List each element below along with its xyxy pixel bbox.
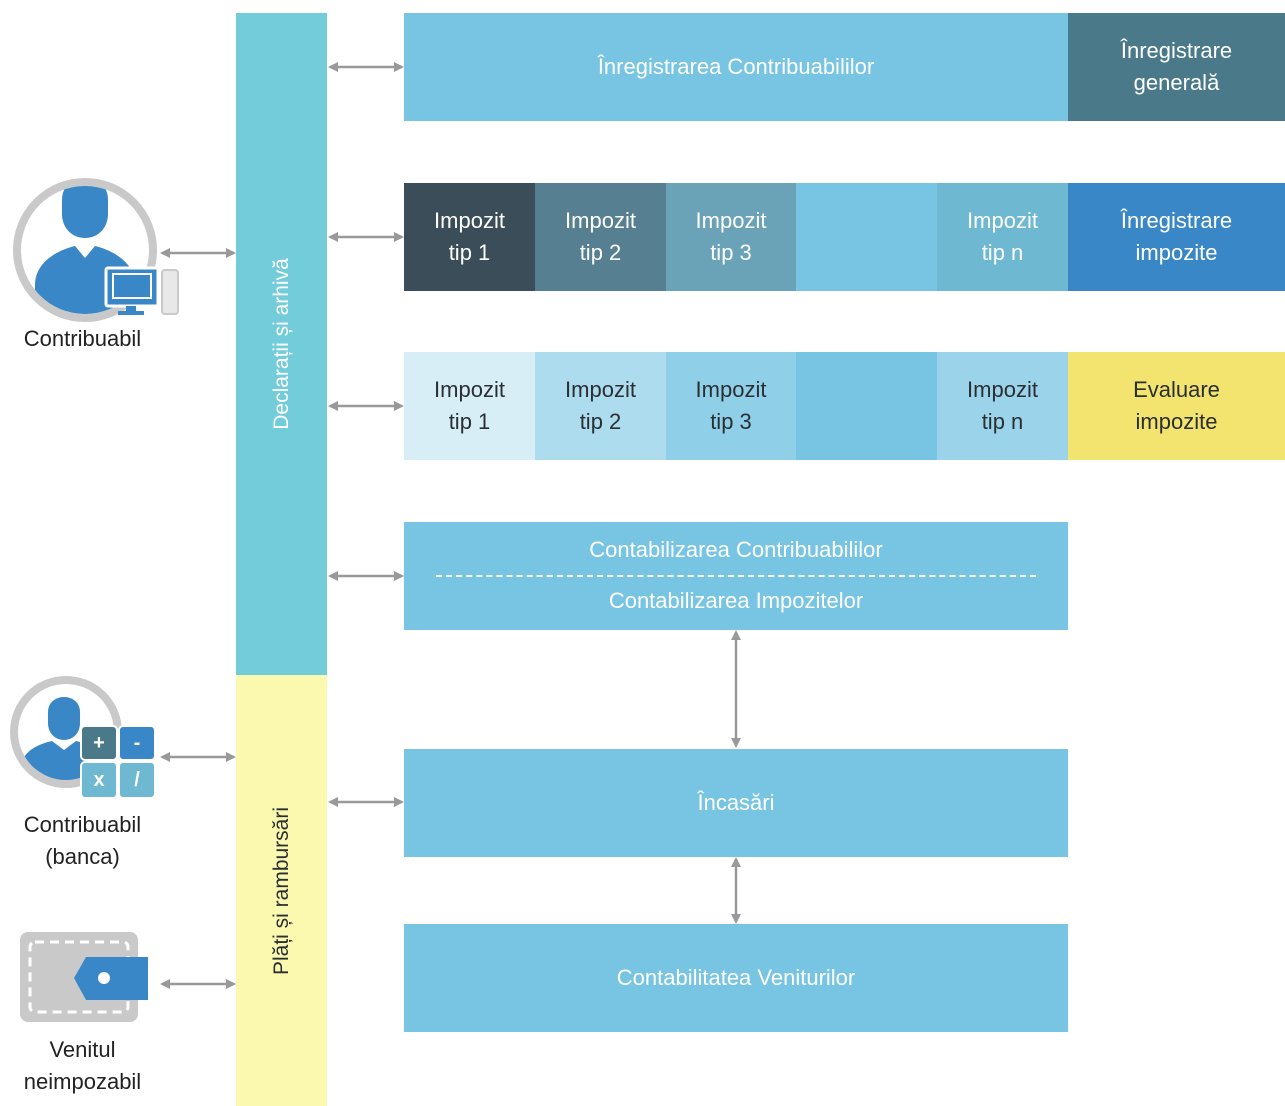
revenue-accounting-box: Contabilitatea Veniturilor: [404, 924, 1068, 1032]
taxpayer-registration-box: Înregistrarea Contribuabililor: [404, 13, 1068, 121]
tax-assessment-cell-1: Impozit tip 1: [404, 352, 535, 460]
tax-assessment-cell-empty: [796, 352, 937, 460]
tax-type-label: Impozit tip 1: [434, 208, 505, 265]
collections-label: Încasări: [697, 790, 775, 816]
taxpayer-label: Contribuabil: [23, 326, 142, 351]
tax-registration-box: Înregistrare impozite: [1068, 183, 1285, 291]
tax-type-label: Impozit tip 2: [565, 208, 636, 265]
tax-assessment-cell-n: Impozit tip n: [937, 352, 1068, 460]
tax-assessment-cell-3: Impozit tip 3: [666, 352, 796, 460]
tax-type-label: Impozit tip n: [967, 377, 1038, 434]
tax-assessment-label: Evaluare impozite: [1133, 377, 1220, 434]
dashed-divider: [436, 575, 1036, 577]
declarations-archive-bar: Declarații și arhivă: [236, 13, 327, 675]
bank-taxpayer-label: Contribuabil (banca): [23, 812, 142, 869]
tax-type-label: Impozit tip n: [967, 208, 1038, 265]
calculator-minus-key: -: [133, 731, 141, 754]
tax-registration-cell-3: Impozit tip 3: [666, 183, 796, 291]
tax-registration-cell-2: Impozit tip 2: [535, 183, 666, 291]
calculator-multiply-key: x: [93, 768, 105, 791]
calculator-divide-key: /: [134, 768, 140, 791]
calculator-plus-key: +: [93, 731, 105, 754]
collections-box: Încasări: [404, 749, 1068, 857]
tax-assessment-box: Evaluare impozite: [1068, 352, 1285, 460]
nontaxable-income-label: Venitul neimpozabil: [23, 1037, 142, 1094]
taxpayer-accounting-label: Contabilizarea Contribuabililor: [589, 537, 883, 563]
tax-type-label: Impozit tip 3: [695, 377, 767, 434]
payments-refunds-bar: Plăți și rambursări: [236, 675, 327, 1106]
tax-type-label: Impozit tip 1: [434, 377, 505, 434]
tax-registration-cell-1: Impozit tip 1: [404, 183, 535, 291]
revenue-accounting-label: Contabilitatea Veniturilor: [616, 965, 856, 991]
tax-registration-label: Înregistrare impozite: [1120, 208, 1233, 265]
tax-registration-cell-empty: [796, 183, 937, 291]
tax-assessment-cell-2: Impozit tip 2: [535, 352, 666, 460]
tax-type-label: Impozit tip 2: [565, 377, 636, 434]
taxpayer-registration-label: Înregistrarea Contribuabililor: [597, 54, 875, 80]
general-registration-box: Înregistrare generală: [1068, 13, 1285, 121]
general-registration-label: Înregistrare generală: [1120, 38, 1233, 95]
tax-registration-cell-n: Impozit tip n: [937, 183, 1068, 291]
accounting-box: Contabilizarea Contribuabililor Contabil…: [404, 522, 1068, 630]
tax-accounting-label: Contabilizarea Impozitelor: [608, 588, 864, 614]
tax-type-label: Impozit tip 3: [695, 208, 767, 265]
